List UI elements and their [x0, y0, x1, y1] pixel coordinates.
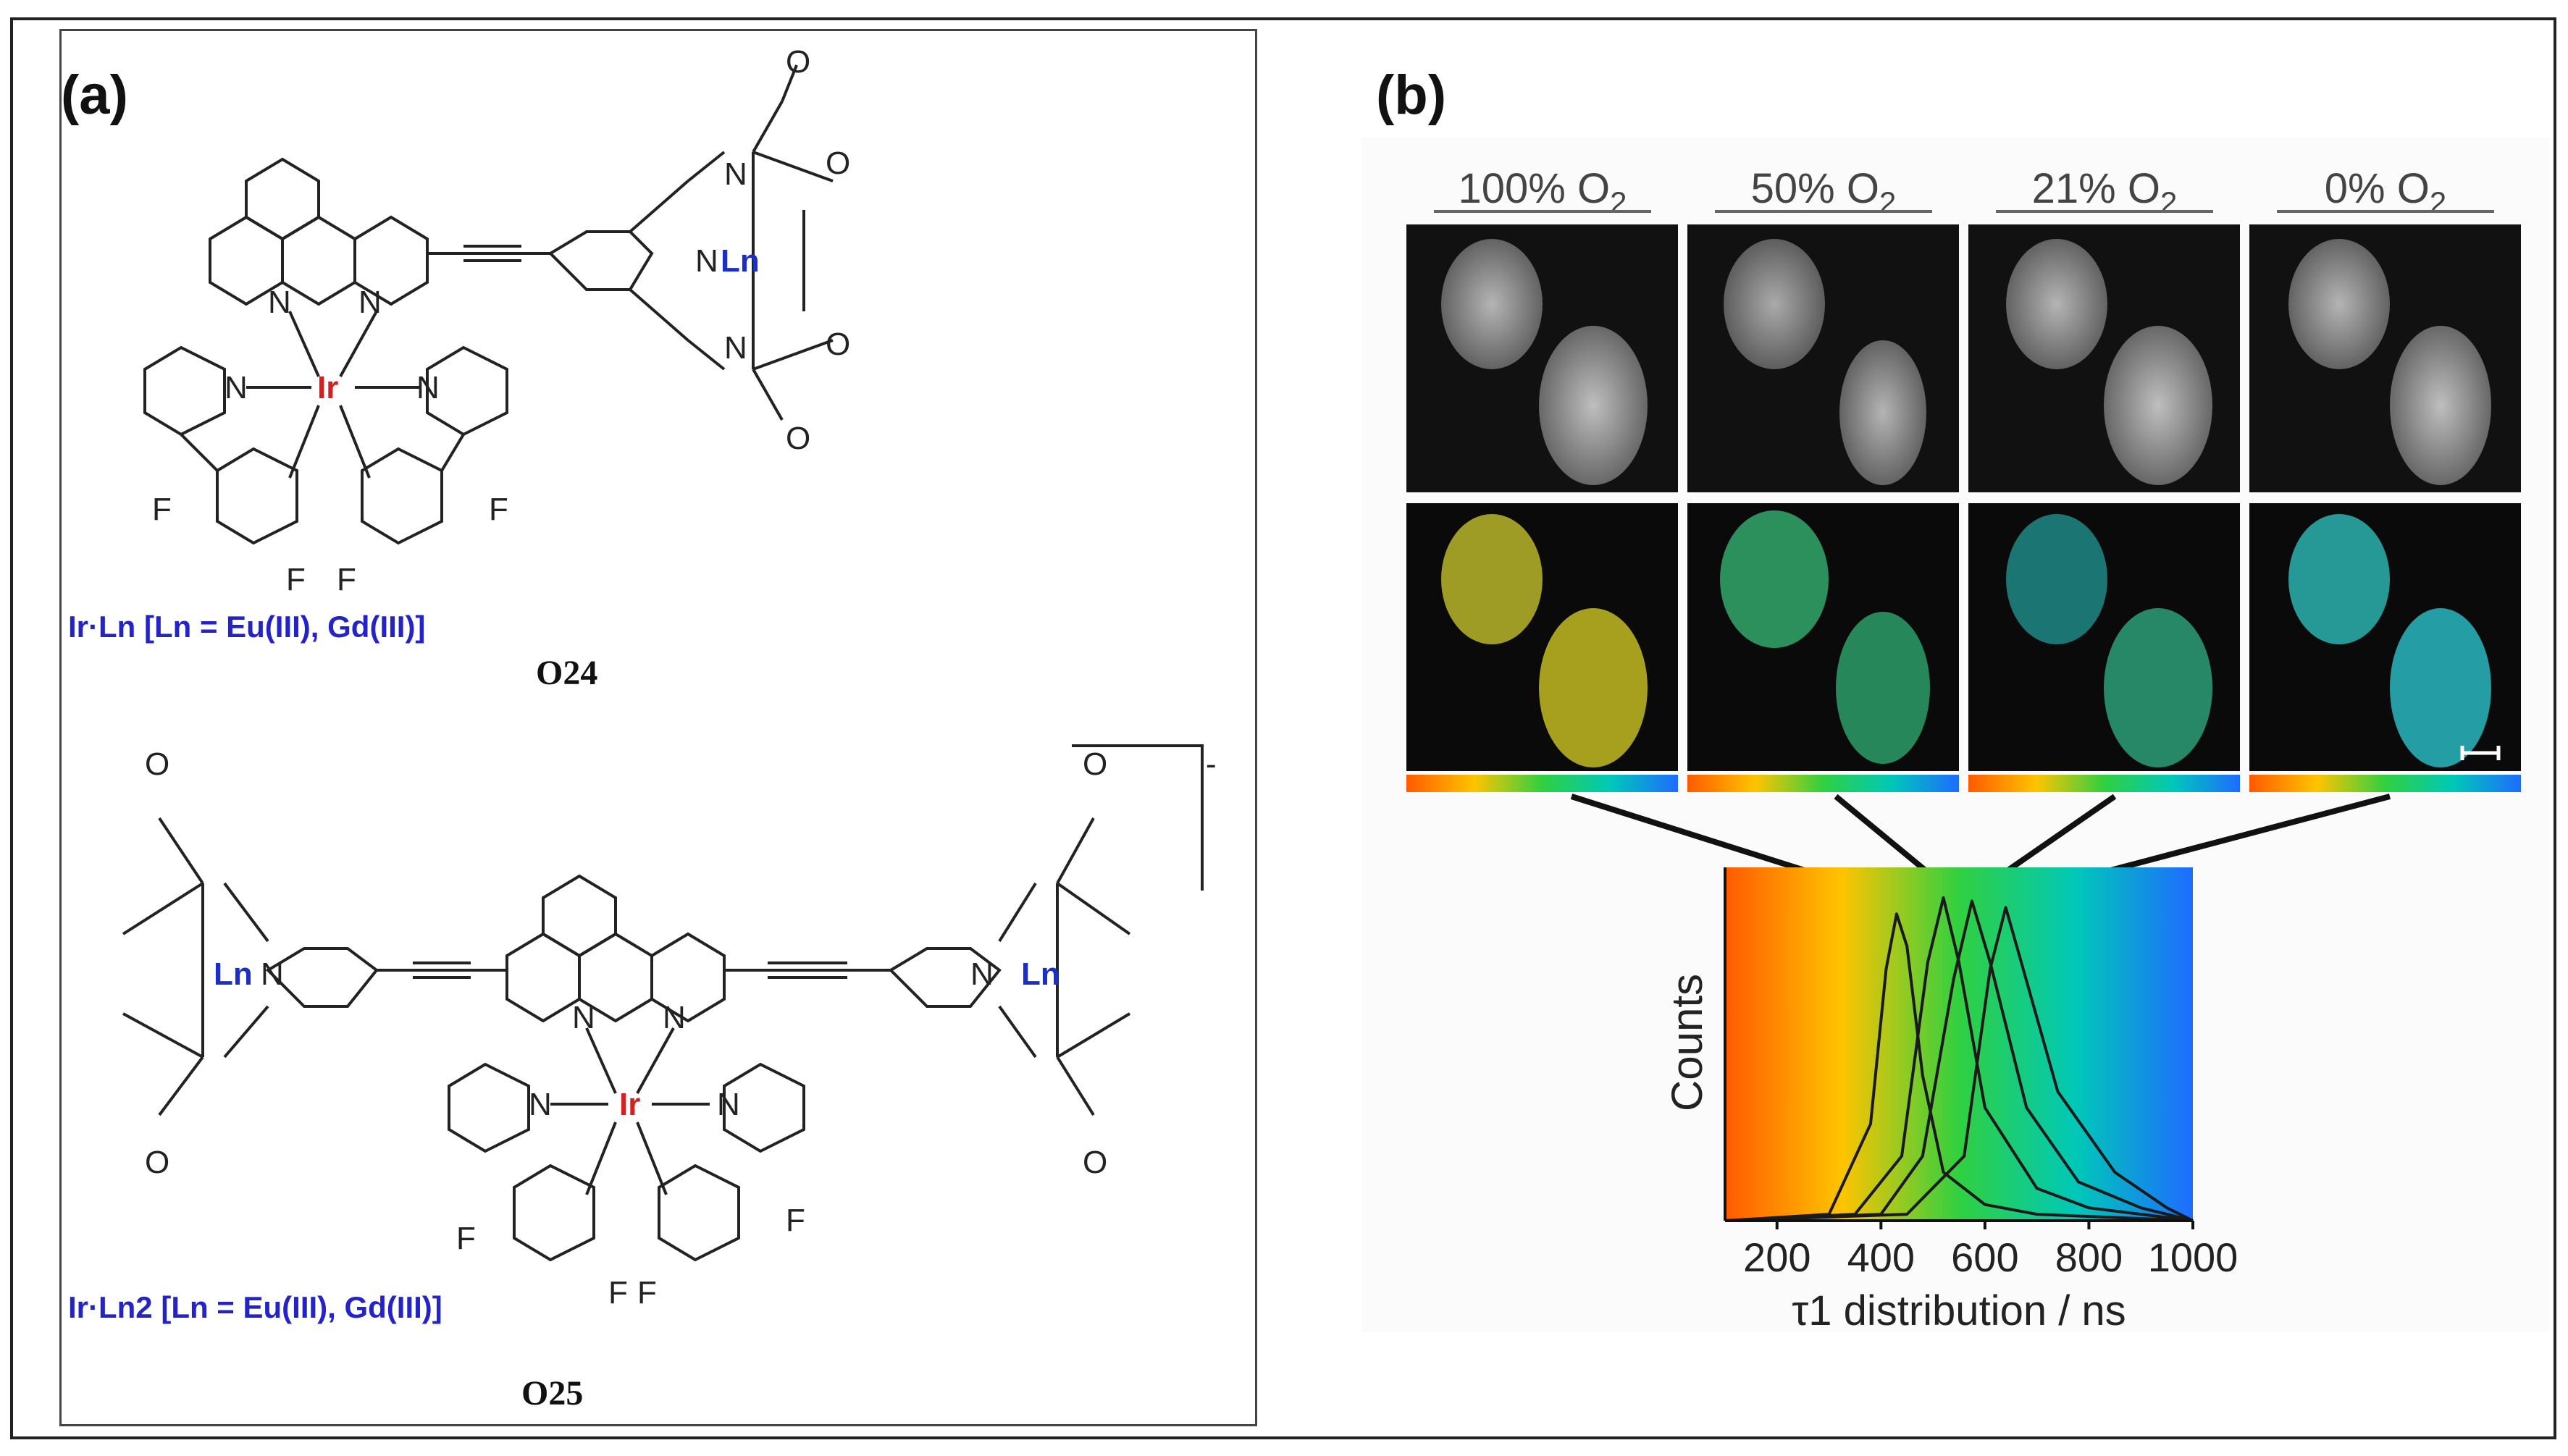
atom-o: O	[145, 746, 169, 782]
histogram-series-1	[1724, 912, 2194, 1222]
histogram-series-2	[1724, 896, 2194, 1222]
atom-o: O	[1083, 746, 1107, 782]
caption-o25: Ir·Ln2 [Ln = Eu(III), Gd(III)]	[68, 1290, 442, 1324]
structure-o25	[122, 744, 1204, 1262]
atom-n: N	[261, 956, 284, 992]
lifetime-histogram: 200 400 600 800 1000 Counts τ1 distribution …	[1663, 867, 2238, 1334]
atom-ln: Ln	[214, 956, 253, 992]
atom-f: F	[456, 1221, 476, 1256]
histogram-series-4	[1724, 906, 2194, 1222]
x-tick-label: 600	[1951, 1234, 2018, 1280]
atom-f: F	[786, 1203, 805, 1238]
plot-area	[1725, 867, 2193, 1221]
atom-ir: Ir	[317, 370, 338, 405]
atom-o: O	[826, 146, 850, 181]
atom-n: N	[970, 956, 994, 992]
atom-n: N	[717, 1087, 740, 1122]
atom-o: O	[786, 421, 810, 456]
histogram-curves	[1724, 896, 2194, 1222]
atom-o: O	[826, 327, 850, 362]
atom-n: N	[529, 1087, 552, 1122]
atom-f: F	[152, 492, 172, 527]
grayscale-image-row	[1406, 224, 2521, 492]
caption-o24: Ir·Ln [Ln = Eu(III), Gd(III)]	[68, 610, 425, 644]
charge-sign: -	[1206, 746, 1217, 782]
compound-id-o25: O25	[521, 1374, 583, 1413]
atom-f: F	[608, 1275, 628, 1310]
panel-a-frame	[59, 29, 1257, 1426]
atom-f: F	[286, 562, 306, 597]
histogram-series-3	[1724, 899, 2194, 1222]
x-tick-label: 400	[1847, 1234, 1915, 1280]
structure-o24	[143, 64, 834, 545]
color-scale-bars	[1406, 775, 2521, 792]
compound-id-o24: O24	[536, 654, 597, 692]
x-tick-label: 200	[1743, 1234, 1810, 1280]
panel-a-label: (a)	[61, 64, 128, 126]
atom-n: N	[695, 243, 718, 279]
lifetime-image-row	[1406, 503, 2521, 771]
atom-n: N	[225, 370, 248, 405]
panel-b-label: (b)	[1376, 64, 1447, 126]
atom-f: F	[489, 492, 508, 527]
atom-ln: Ln	[1021, 956, 1060, 992]
atom-n: N	[663, 1000, 686, 1035]
figure-frame	[10, 17, 2556, 1439]
x-ticks: 200 400 600 800 1000	[1743, 1221, 2238, 1280]
atom-n: N	[358, 285, 382, 320]
atom-o: O	[1083, 1145, 1107, 1180]
atom-n: N	[268, 285, 291, 320]
y-axis-label: Counts	[1663, 974, 1711, 1111]
atom-ir: Ir	[619, 1087, 640, 1122]
atom-f: F	[637, 1275, 657, 1310]
atom-n: N	[724, 156, 747, 192]
atom-n: N	[572, 1000, 595, 1035]
atom-n: N	[416, 370, 440, 405]
x-axis-label: τ1 distribution / ns	[1792, 1287, 2126, 1334]
atom-f: F	[337, 562, 356, 597]
x-tick-label: 1000	[2148, 1234, 2238, 1280]
atom-o: O	[786, 44, 810, 80]
atom-ln: Ln	[721, 243, 760, 279]
x-tick-label: 800	[2055, 1234, 2123, 1280]
atom-o: O	[145, 1145, 169, 1180]
atom-n: N	[724, 330, 747, 366]
